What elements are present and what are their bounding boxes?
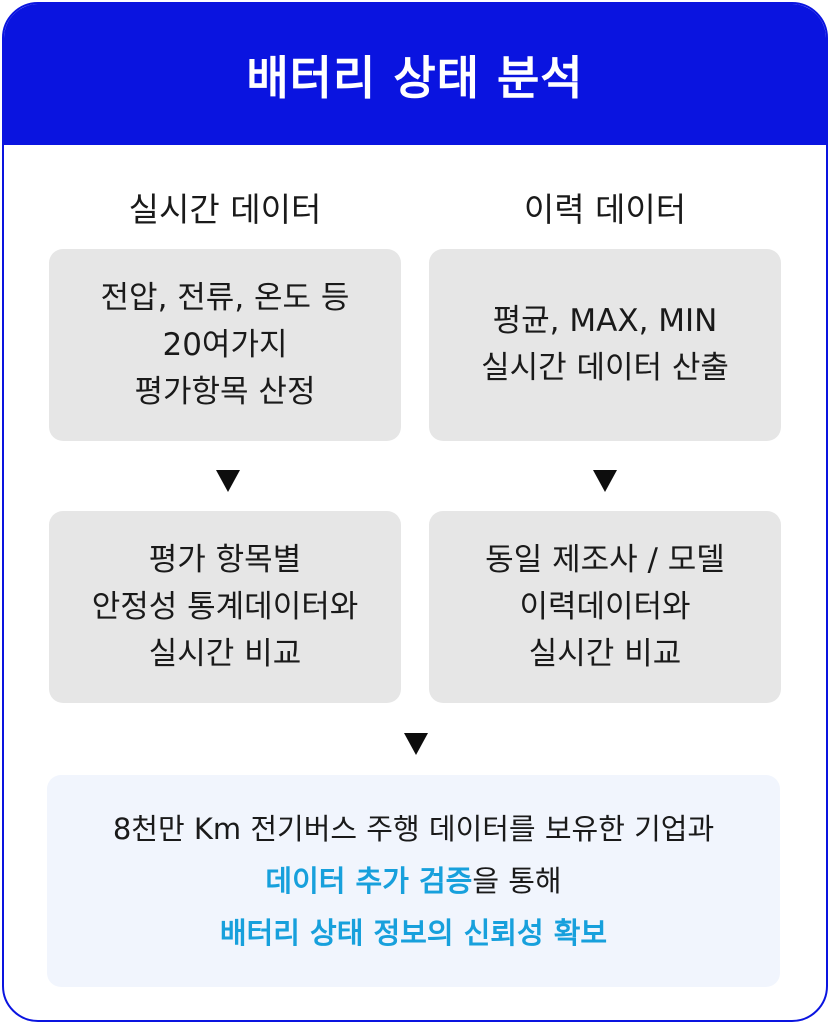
conclusion-line-1: 8천만 Km 전기버스 주행 데이터를 보유한 기업과: [112, 812, 715, 846]
diagram-title: 배터리 상태 분석: [246, 50, 584, 105]
down-triangle-icon: [593, 470, 617, 492]
box-line: 평균, MAX, MIN: [492, 303, 718, 339]
history-box-stats: 평균, MAX, MIN 실시간 데이터 산출: [429, 249, 781, 441]
header-bar: 배터리 상태 분석: [4, 4, 826, 145]
box-line: 평가 항목별: [148, 541, 302, 578]
right-column-title: 이력 데이터: [523, 190, 687, 229]
highlight-text: 데이터 추가 검증: [265, 864, 473, 898]
realtime-box-compare: 평가 항목별 안정성 통계데이터와 실시간 비교: [49, 511, 401, 703]
realtime-box-criteria: 전압, 전류, 온도 등 20여가지 평가항목 산정: [49, 249, 401, 441]
conclusion-line-2-rest: 을 통해: [472, 864, 562, 898]
left-column-title: 실시간 데이터: [128, 190, 322, 229]
box-line: 안정성 통계데이터와: [91, 588, 359, 625]
conclusion-line-2: 데이터 추가 검증을 통해: [265, 855, 561, 907]
conclusion-line-3: 배터리 상태 정보의 신뢰성 확보: [220, 907, 607, 959]
highlight-text: 배터리 상태 정보의 신뢰성 확보: [219, 916, 608, 950]
box-line: 이력데이터와: [519, 588, 691, 625]
box-line: 실시간 비교: [528, 635, 682, 672]
box-line: 평가항목 산정: [134, 373, 316, 410]
box-line: 20여가지: [162, 326, 288, 363]
box-line: 실시간 비교: [148, 635, 302, 672]
box-line: 실시간 데이터 산출: [481, 350, 729, 386]
down-triangle-icon: [216, 470, 240, 492]
history-box-compare: 동일 제조사 / 모델 이력데이터와 실시간 비교: [429, 511, 781, 703]
box-line: 동일 제조사 / 모델: [485, 541, 725, 578]
box-line: 전압, 전류, 온도 등: [100, 279, 350, 316]
down-triangle-icon: [404, 733, 428, 755]
conclusion-box: 8천만 Km 전기버스 주행 데이터를 보유한 기업과 데이터 추가 검증을 통…: [47, 775, 780, 987]
